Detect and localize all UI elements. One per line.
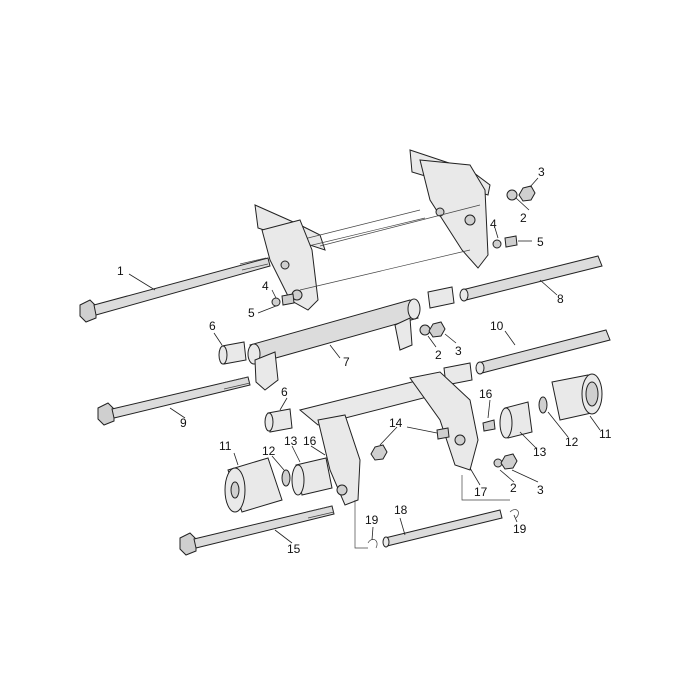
- callout-15: 15: [287, 542, 301, 556]
- lower-frame: [298, 371, 479, 506]
- callout-5-right: 5: [537, 235, 544, 249]
- callout-8: 8: [557, 292, 564, 306]
- tube-10: [475, 329, 611, 375]
- callout-12-right: 12: [565, 435, 579, 449]
- callout-2-top: 2: [520, 211, 527, 225]
- callout-4-right: 4: [490, 217, 497, 231]
- callout-4-left: 4: [262, 279, 269, 293]
- callout-16-left: 16: [303, 434, 317, 448]
- callout-19-right: 19: [513, 522, 527, 536]
- bolt-15: [179, 505, 335, 556]
- callout-3-mid: 3: [455, 344, 462, 358]
- left-upper-bracket: [261, 219, 319, 311]
- callout-19-left: 19: [365, 513, 379, 527]
- tube-7: [247, 298, 421, 391]
- callout-11-left: 11: [219, 439, 232, 453]
- tube-8: [459, 255, 603, 302]
- callout-6-lower: 6: [281, 385, 288, 399]
- leader-lines: [128, 177, 601, 544]
- mount-11-right: [551, 373, 603, 421]
- bushing-right-upper: [427, 286, 473, 386]
- callout-7: 7: [343, 355, 350, 369]
- mount-11-left: [224, 457, 283, 513]
- bolt-1: [79, 257, 271, 323]
- bushing-6-lower: [264, 408, 293, 433]
- callout-3-bottom: 3: [537, 483, 544, 497]
- callout-6-upper: 6: [209, 319, 216, 333]
- washer-12-left: [281, 469, 291, 487]
- bolt-9: [97, 376, 251, 426]
- callout-10: 10: [490, 319, 504, 333]
- callout-16-right: 16: [479, 387, 493, 401]
- washer-12-right: [538, 396, 548, 414]
- callout-9: 9: [180, 416, 187, 430]
- bushing-6-upper: [218, 341, 247, 365]
- shaft-18: [382, 509, 503, 548]
- mount-13-left: [291, 457, 333, 496]
- callout-11-right: 11: [599, 427, 612, 441]
- callout-1: 1: [117, 264, 124, 278]
- pin-19: [367, 509, 519, 549]
- fasteners: [271, 185, 536, 470]
- callout-5-left: 5: [248, 306, 255, 320]
- callout-13-left: 13: [284, 434, 298, 448]
- callout-18: 18: [394, 503, 408, 517]
- mount-13-right: [499, 401, 533, 439]
- callout-17: 17: [474, 485, 488, 499]
- callout-13-right: 13: [533, 445, 547, 459]
- callout-12-left: 12: [262, 444, 276, 458]
- callout-3-top: 3: [538, 165, 545, 179]
- callout-2-mid: 2: [435, 348, 442, 362]
- callout-labels: 1 3 2 4 5 4 5 8 6 10 3 2 7 6 9 16 14 11 …: [117, 165, 612, 556]
- assembly-lines: [299, 204, 510, 549]
- callout-14: 14: [389, 416, 403, 430]
- right-upper-bracket: [419, 159, 489, 269]
- callout-2-bottom: 2: [510, 481, 517, 495]
